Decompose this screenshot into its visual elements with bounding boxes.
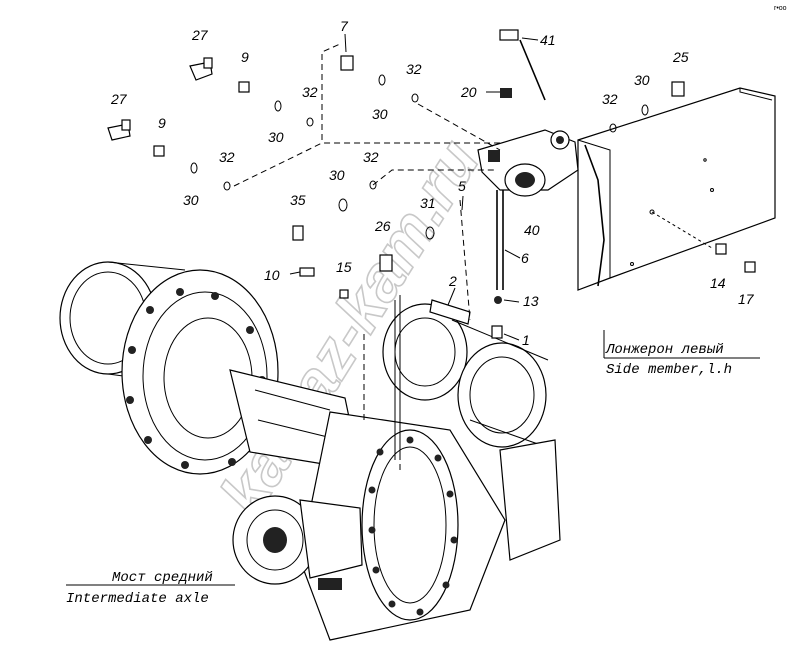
callout-9b: 9 xyxy=(158,115,166,131)
captions: Лонжерон левый Side member,l.h Мост сред… xyxy=(66,341,732,607)
callout-40: 40 xyxy=(524,222,540,238)
callout-labels: 1 2 5 6 7 9 9 10 13 14 15 17 20 25 26 27… xyxy=(110,18,755,348)
callout-41: 41 xyxy=(540,32,556,48)
callout-20: 20 xyxy=(460,84,477,100)
callout-6: 6 xyxy=(521,250,529,266)
callout-2: 2 xyxy=(448,273,457,289)
axle-caption-en: Intermediate axle xyxy=(66,591,209,607)
callout-7: 7 xyxy=(340,18,349,34)
side-member-drawing xyxy=(577,87,776,291)
callout-27a: 27 xyxy=(191,27,209,43)
valve-drawing xyxy=(477,29,579,290)
callout-9a: 9 xyxy=(241,49,249,65)
callout-32b: 32 xyxy=(302,84,318,100)
callout-17: 17 xyxy=(738,291,755,307)
callout-26: 26 xyxy=(374,218,391,234)
side-member-caption-en: Side member,l.h xyxy=(606,362,732,378)
fittings xyxy=(107,55,756,339)
leader-lines xyxy=(66,33,760,586)
callout-30d: 30 xyxy=(329,167,345,183)
callout-27b: 27 xyxy=(110,91,128,107)
callout-30e: 30 xyxy=(634,72,650,88)
side-member-caption-ru: Лонжерон левый xyxy=(605,341,724,358)
callout-30c: 30 xyxy=(183,192,199,208)
callout-1: 1 xyxy=(522,332,530,348)
callout-32a: 32 xyxy=(406,61,422,77)
axle-drawing xyxy=(59,261,561,641)
callout-10: 10 xyxy=(264,267,280,283)
callout-15: 15 xyxy=(336,259,352,275)
callout-30b: 30 xyxy=(268,129,284,145)
callout-32d: 32 xyxy=(363,149,379,165)
callout-5: 5 xyxy=(458,178,466,194)
pipe-runs xyxy=(233,43,501,470)
callout-30a: 30 xyxy=(372,106,388,122)
callout-13: 13 xyxy=(523,293,539,309)
axle-caption-ru: Мост средний xyxy=(112,569,213,586)
callout-32e: 32 xyxy=(602,91,618,107)
callout-35: 35 xyxy=(290,192,306,208)
callout-25: 25 xyxy=(672,49,689,65)
corner-mark: r•oo xyxy=(774,5,787,12)
callout-14: 14 xyxy=(710,275,726,291)
callout-31: 31 xyxy=(420,195,436,211)
callout-32c: 32 xyxy=(219,149,235,165)
